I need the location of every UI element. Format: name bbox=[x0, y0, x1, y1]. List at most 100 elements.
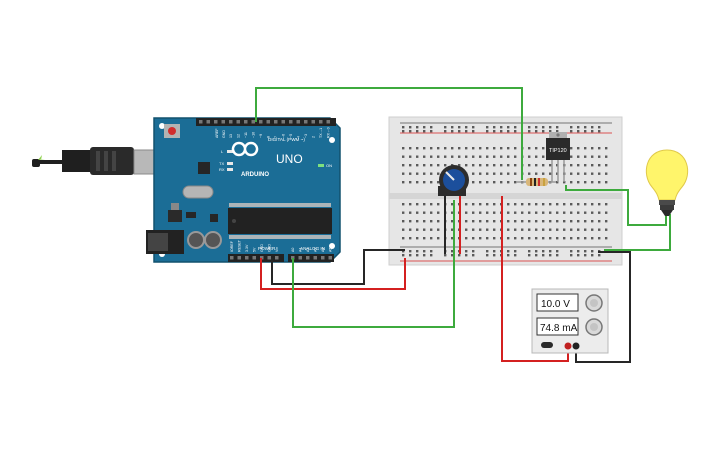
breadboard-hole[interactable] bbox=[556, 237, 559, 240]
breadboard-hole[interactable] bbox=[591, 172, 594, 175]
current-knob[interactable] bbox=[585, 318, 603, 336]
positive-terminal[interactable] bbox=[564, 342, 572, 350]
breadboard-hole[interactable] bbox=[416, 220, 419, 223]
rail-hole[interactable] bbox=[458, 130, 461, 133]
breadboard-hole[interactable] bbox=[605, 211, 608, 214]
breadboard-hole[interactable] bbox=[549, 172, 552, 175]
breadboard-hole[interactable] bbox=[458, 155, 461, 158]
header-pin[interactable] bbox=[313, 256, 318, 260]
breadboard-hole[interactable] bbox=[416, 228, 419, 231]
breadboard-hole[interactable] bbox=[486, 220, 489, 223]
breadboard-hole[interactable] bbox=[514, 220, 517, 223]
breadboard-hole[interactable] bbox=[493, 155, 496, 158]
rail-hole[interactable] bbox=[409, 130, 412, 133]
breadboard-hole[interactable] bbox=[402, 147, 405, 150]
rail-hole[interactable] bbox=[549, 254, 552, 257]
breadboard-hole[interactable] bbox=[542, 147, 545, 150]
breadboard-hole[interactable] bbox=[493, 172, 496, 175]
wire-5v[interactable] bbox=[260, 258, 406, 290]
breadboard-hole[interactable] bbox=[507, 220, 510, 223]
breadboard-hole[interactable] bbox=[472, 147, 475, 150]
rail-hole[interactable] bbox=[472, 250, 475, 253]
breadboard-hole[interactable] bbox=[528, 155, 531, 158]
breadboard-hole[interactable] bbox=[409, 164, 412, 167]
rail-hole[interactable] bbox=[528, 126, 531, 129]
breadboard-hole[interactable] bbox=[472, 237, 475, 240]
breadboard-hole[interactable] bbox=[598, 155, 601, 158]
breadboard-hole[interactable] bbox=[563, 228, 566, 231]
breadboard-hole[interactable] bbox=[444, 164, 447, 167]
breadboard-hole[interactable] bbox=[591, 181, 594, 184]
rail-hole[interactable] bbox=[514, 126, 517, 129]
breadboard-hole[interactable] bbox=[556, 164, 559, 167]
supply-switch[interactable] bbox=[541, 342, 553, 348]
rail-hole[interactable] bbox=[451, 250, 454, 253]
rail-hole[interactable] bbox=[465, 250, 468, 253]
rail-hole[interactable] bbox=[416, 250, 419, 253]
header-pin[interactable] bbox=[328, 256, 333, 260]
header-pin[interactable] bbox=[230, 256, 234, 260]
breadboard-hole[interactable] bbox=[409, 228, 412, 231]
breadboard-hole[interactable] bbox=[479, 237, 482, 240]
breadboard-hole[interactable] bbox=[402, 211, 405, 214]
rail-hole[interactable] bbox=[514, 250, 517, 253]
header-pin[interactable] bbox=[237, 256, 242, 260]
breadboard-hole[interactable] bbox=[549, 203, 552, 206]
breadboard-hole[interactable] bbox=[598, 228, 601, 231]
header-pin[interactable] bbox=[326, 120, 331, 124]
breadboard-hole[interactable] bbox=[423, 147, 426, 150]
breadboard-hole[interactable] bbox=[402, 237, 405, 240]
rail-hole[interactable] bbox=[514, 254, 517, 257]
rail-hole[interactable] bbox=[458, 254, 461, 257]
breadboard-hole[interactable] bbox=[451, 147, 454, 150]
rail-hole[interactable] bbox=[486, 130, 489, 133]
breadboard-hole[interactable] bbox=[591, 164, 594, 167]
breadboard-hole[interactable] bbox=[423, 203, 426, 206]
breadboard-hole[interactable] bbox=[423, 228, 426, 231]
breadboard-hole[interactable] bbox=[514, 147, 517, 150]
breadboard-hole[interactable] bbox=[430, 147, 433, 150]
breadboard-hole[interactable] bbox=[521, 203, 524, 206]
breadboard-hole[interactable] bbox=[542, 220, 545, 223]
breadboard-hole[interactable] bbox=[598, 211, 601, 214]
rail-hole[interactable] bbox=[423, 250, 426, 253]
breadboard-hole[interactable] bbox=[514, 237, 517, 240]
breadboard-hole[interactable] bbox=[577, 203, 580, 206]
resistor[interactable] bbox=[516, 178, 556, 186]
breadboard-hole[interactable] bbox=[402, 203, 405, 206]
breadboard-hole[interactable] bbox=[444, 147, 447, 150]
breadboard-hole[interactable] bbox=[605, 220, 608, 223]
breadboard-hole[interactable] bbox=[563, 203, 566, 206]
rail-hole[interactable] bbox=[486, 250, 489, 253]
breadboard-hole[interactable] bbox=[584, 237, 587, 240]
breadboard-hole[interactable] bbox=[605, 237, 608, 240]
breadboard-hole[interactable] bbox=[507, 155, 510, 158]
breadboard-hole[interactable] bbox=[556, 211, 559, 214]
breadboard-hole[interactable] bbox=[584, 181, 587, 184]
header-pin[interactable] bbox=[221, 120, 226, 124]
rail-hole[interactable] bbox=[402, 250, 405, 253]
breadboard-hole[interactable] bbox=[528, 220, 531, 223]
breadboard-hole[interactable] bbox=[451, 228, 454, 231]
header-pin[interactable] bbox=[274, 120, 278, 124]
header-pin[interactable] bbox=[206, 120, 211, 124]
rail-hole[interactable] bbox=[430, 250, 433, 253]
rail-hole[interactable] bbox=[556, 126, 559, 129]
breadboard-hole[interactable] bbox=[409, 181, 412, 184]
breadboard-hole[interactable] bbox=[549, 164, 552, 167]
rail-hole[interactable] bbox=[409, 126, 412, 129]
breadboard-hole[interactable] bbox=[577, 147, 580, 150]
breadboard-hole[interactable] bbox=[486, 181, 489, 184]
breadboard-hole[interactable] bbox=[556, 172, 559, 175]
breadboard-hole[interactable] bbox=[577, 211, 580, 214]
breadboard-hole[interactable] bbox=[577, 237, 580, 240]
breadboard-hole[interactable] bbox=[528, 203, 531, 206]
breadboard-hole[interactable] bbox=[507, 164, 510, 167]
breadboard-hole[interactable] bbox=[577, 181, 580, 184]
breadboard-hole[interactable] bbox=[535, 220, 538, 223]
breadboard-hole[interactable] bbox=[605, 147, 608, 150]
rail-hole[interactable] bbox=[549, 126, 552, 129]
breadboard-hole[interactable] bbox=[570, 237, 573, 240]
header-pin[interactable] bbox=[275, 256, 279, 260]
